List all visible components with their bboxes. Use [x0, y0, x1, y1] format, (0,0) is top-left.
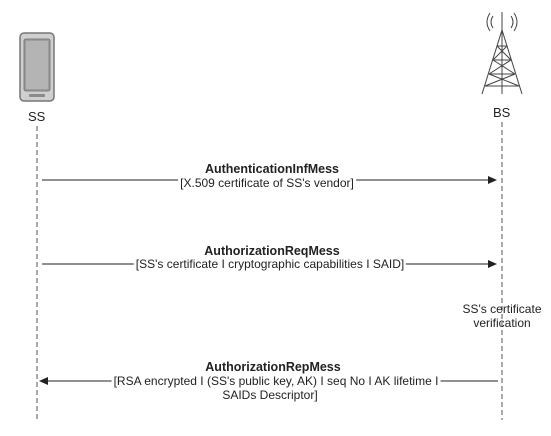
message-2-payload: [SS's certificate I cryptographic capabi… [133, 257, 407, 271]
ss-label: SS [28, 109, 46, 124]
message-3-payload-line-1: [RSA encrypted I (SS's public key, AK) I… [111, 374, 441, 388]
mobile-device-icon [19, 32, 55, 102]
certificate-verification-note-line-2: verification [473, 316, 531, 330]
message-3-name: AuthorizationRepMess [205, 360, 341, 374]
message-3-payload-line-2: SAIDs Descriptor] [222, 388, 318, 402]
certificate-verification-note-line-1: SS's certificate [462, 302, 542, 316]
bs-label: BS [493, 105, 511, 120]
message-2-name: AuthorizationReqMess [204, 244, 340, 258]
cell-tower-icon [481, 12, 523, 95]
message-1-payload: [X.509 certificate of SS's vendor] [178, 176, 356, 190]
message-1-name: AuthenticationInfMess [204, 162, 340, 176]
